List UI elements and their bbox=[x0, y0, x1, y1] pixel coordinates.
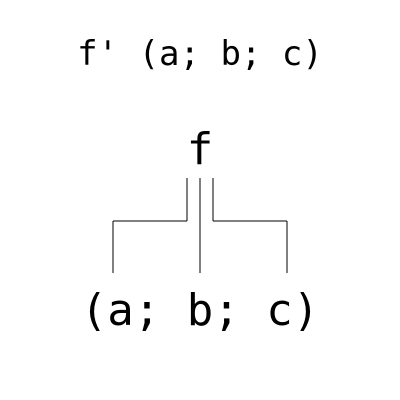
expression-title: f' (a; b; c) bbox=[77, 34, 323, 74]
function-node-label: f bbox=[186, 124, 214, 175]
arguments-label: (a; b; c) bbox=[80, 285, 320, 336]
